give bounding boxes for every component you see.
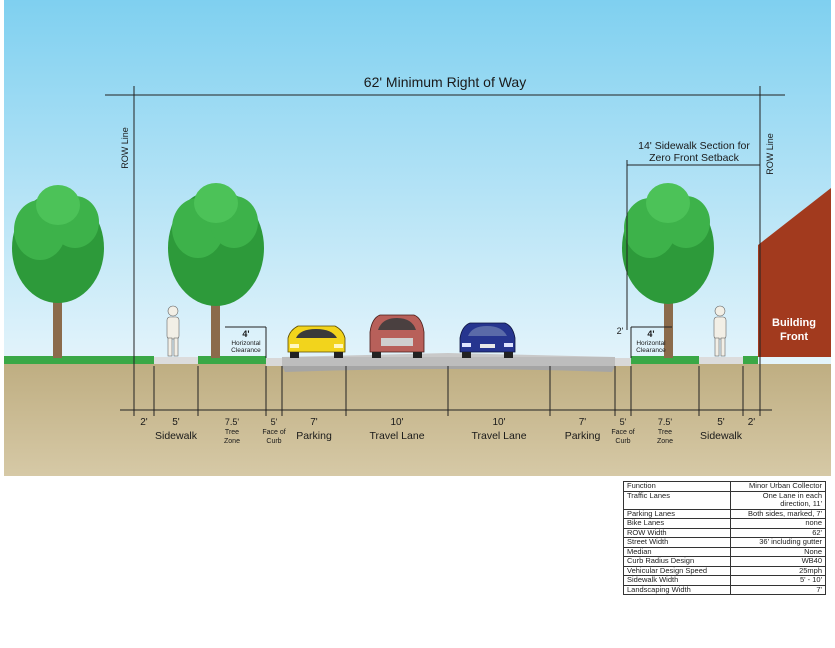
road-crown (282, 353, 615, 357)
sidewalk-section-label-1: 14' Sidewalk Section for (638, 140, 750, 152)
curb-left (266, 358, 282, 366)
blue-car-icon (459, 322, 516, 358)
segment-label: Parking (296, 430, 332, 442)
clearance-left-dim: 4' (242, 329, 249, 339)
soil (4, 364, 831, 476)
segment-dimension: 2' (748, 417, 756, 428)
street-cross-section-diagram: Building Front (4, 0, 831, 476)
clearance-left-line1: Horizontal (231, 340, 261, 347)
pedestrian-icon (713, 305, 727, 357)
segment-label-line2: Curb (615, 438, 630, 445)
clearance-right-line2: Clearance (636, 347, 666, 354)
building-label-line2: Front (780, 331, 808, 343)
spec-label: Traffic Lanes (623, 490, 731, 510)
segment-dimension: 5' (717, 417, 725, 428)
tree-icon (168, 183, 264, 358)
grass-right-outer (743, 356, 758, 364)
segment-label: Travel Lane (369, 430, 424, 442)
tree-icon (622, 183, 714, 358)
segment-label: Travel Lane (471, 430, 526, 442)
segment-dimension: 5' (271, 417, 278, 427)
curb-height-dim: 2' (617, 326, 624, 336)
segment-dimension: 10' (492, 417, 505, 428)
tree-icon (12, 185, 104, 358)
clearance-right: 4' Horizontal Clearance (630, 326, 672, 358)
segment-label: Face of (611, 429, 634, 436)
spec-label: Sidewalk Width (623, 575, 731, 586)
grass-left-outer (4, 356, 154, 364)
segment-dimension: 2' (140, 417, 148, 428)
segment-dimension: 7.5' (658, 417, 673, 427)
spec-value: WB40 (730, 556, 826, 567)
row-line-label-left: ROW Line (120, 127, 130, 169)
sky (4, 0, 831, 365)
segment-dimension: 7' (579, 417, 587, 428)
spec-label: Bike Lanes (623, 518, 731, 529)
segment-label-line2: Zone (657, 438, 673, 445)
sidewalk-right (699, 357, 743, 364)
sidewalk-section-label-2: Zero Front Setback (649, 152, 740, 164)
segment-label-line2: Zone (224, 438, 240, 445)
curb-right (615, 358, 631, 366)
spec-label: Landscaping Width (623, 584, 731, 595)
road-surface (282, 357, 615, 366)
building-label-line1: Building (772, 317, 816, 329)
segment-label: Face of (262, 429, 285, 436)
segment-dimension: 7.5' (225, 417, 240, 427)
pedestrian-icon (166, 305, 180, 357)
segment-dimension: 7' (310, 417, 318, 428)
red-truck-icon (369, 314, 425, 358)
spec-label: Street Width (623, 537, 731, 548)
spec-value: Minor Urban Collector (730, 481, 826, 492)
spec-value: 7' (730, 584, 826, 595)
spec-value: 36' including gutter (730, 537, 826, 548)
segment-label: Sidewalk (700, 430, 743, 442)
spec-label: Curb Radius Design (623, 556, 731, 567)
clearance-right-dim: 4' (647, 329, 654, 339)
spec-value: none (730, 518, 826, 529)
segment-label: Parking (565, 430, 601, 442)
clearance-left: 4' Horizontal Clearance (225, 326, 267, 358)
grass-right-tree-zone (631, 356, 699, 364)
clearance-left-line2: Clearance (231, 347, 261, 354)
segment-label-line2: Curb (266, 438, 281, 445)
spec-value: 5' - 10' (730, 575, 826, 586)
spec-label: Function (623, 481, 731, 492)
segment-dimension: 10' (390, 417, 403, 428)
yellow-car-icon (287, 325, 346, 358)
sidewalk-left (154, 357, 198, 364)
building-front (758, 188, 831, 357)
clearance-right-line1: Horizontal (636, 340, 666, 347)
spec-value: One Lane in each direction, 11' (730, 490, 826, 510)
segment-label: Tree (225, 429, 239, 436)
segment-label: Tree (658, 429, 672, 436)
grass-left-tree-zone (198, 356, 266, 364)
segment-label: Sidewalk (155, 430, 198, 442)
segment-dimension: 5' (620, 417, 627, 427)
row-line-label-right: ROW Line (765, 133, 775, 175)
segment-dimension: 5' (172, 417, 180, 428)
row-title: 62' Minimum Right of Way (364, 74, 526, 90)
